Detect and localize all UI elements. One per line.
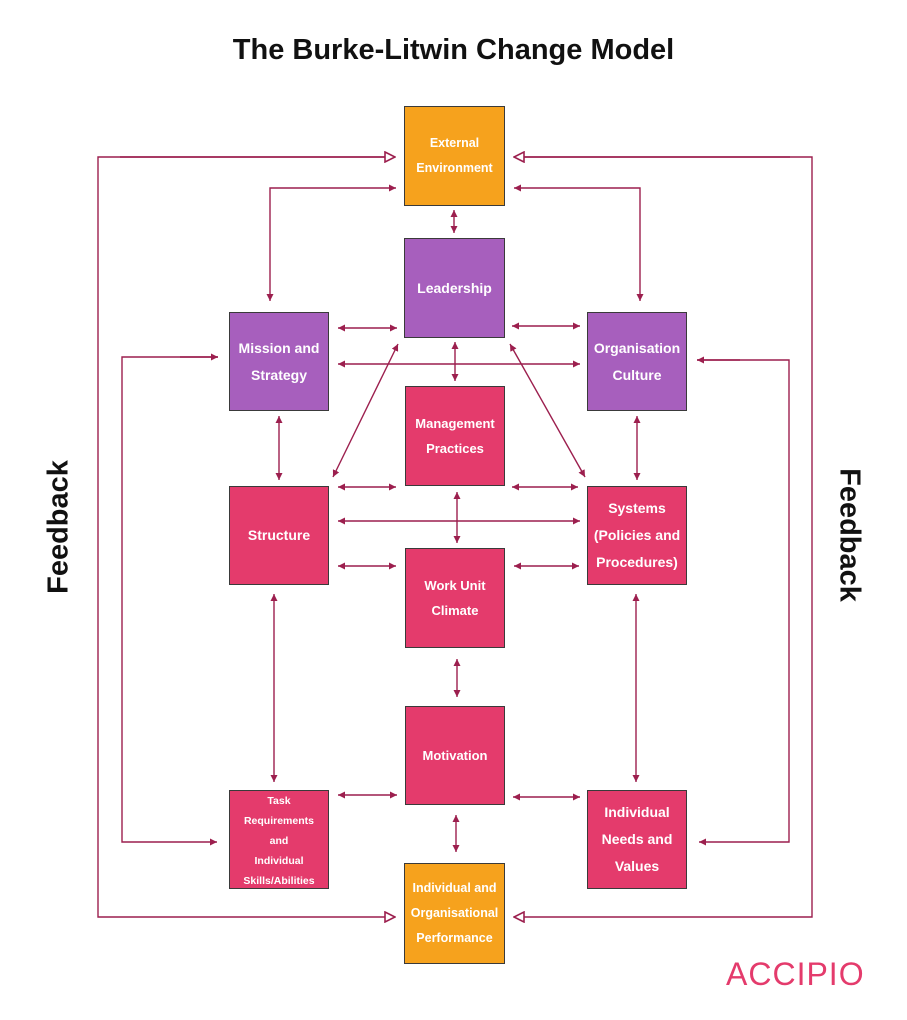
arrow-external-mission bbox=[266, 184, 396, 301]
inner-feedback-left bbox=[121, 356, 218, 846]
arrow-leadership-structure bbox=[332, 343, 399, 478]
feedback-label-left: Feedback bbox=[42, 460, 75, 594]
arrow-leadership-systems bbox=[509, 343, 586, 478]
page-title: The Burke-Litwin Change Model bbox=[232, 34, 675, 66]
leadership-box: Leadership bbox=[404, 238, 505, 338]
inner-feedback-right bbox=[697, 359, 790, 846]
structure-box: Structure bbox=[229, 486, 329, 585]
accipio-logo: ACCIPIO bbox=[726, 956, 865, 992]
feedback-label-right: Feedback bbox=[833, 468, 866, 602]
arrow-external-culture bbox=[514, 184, 644, 301]
motivation-box: Motivation bbox=[405, 706, 505, 805]
